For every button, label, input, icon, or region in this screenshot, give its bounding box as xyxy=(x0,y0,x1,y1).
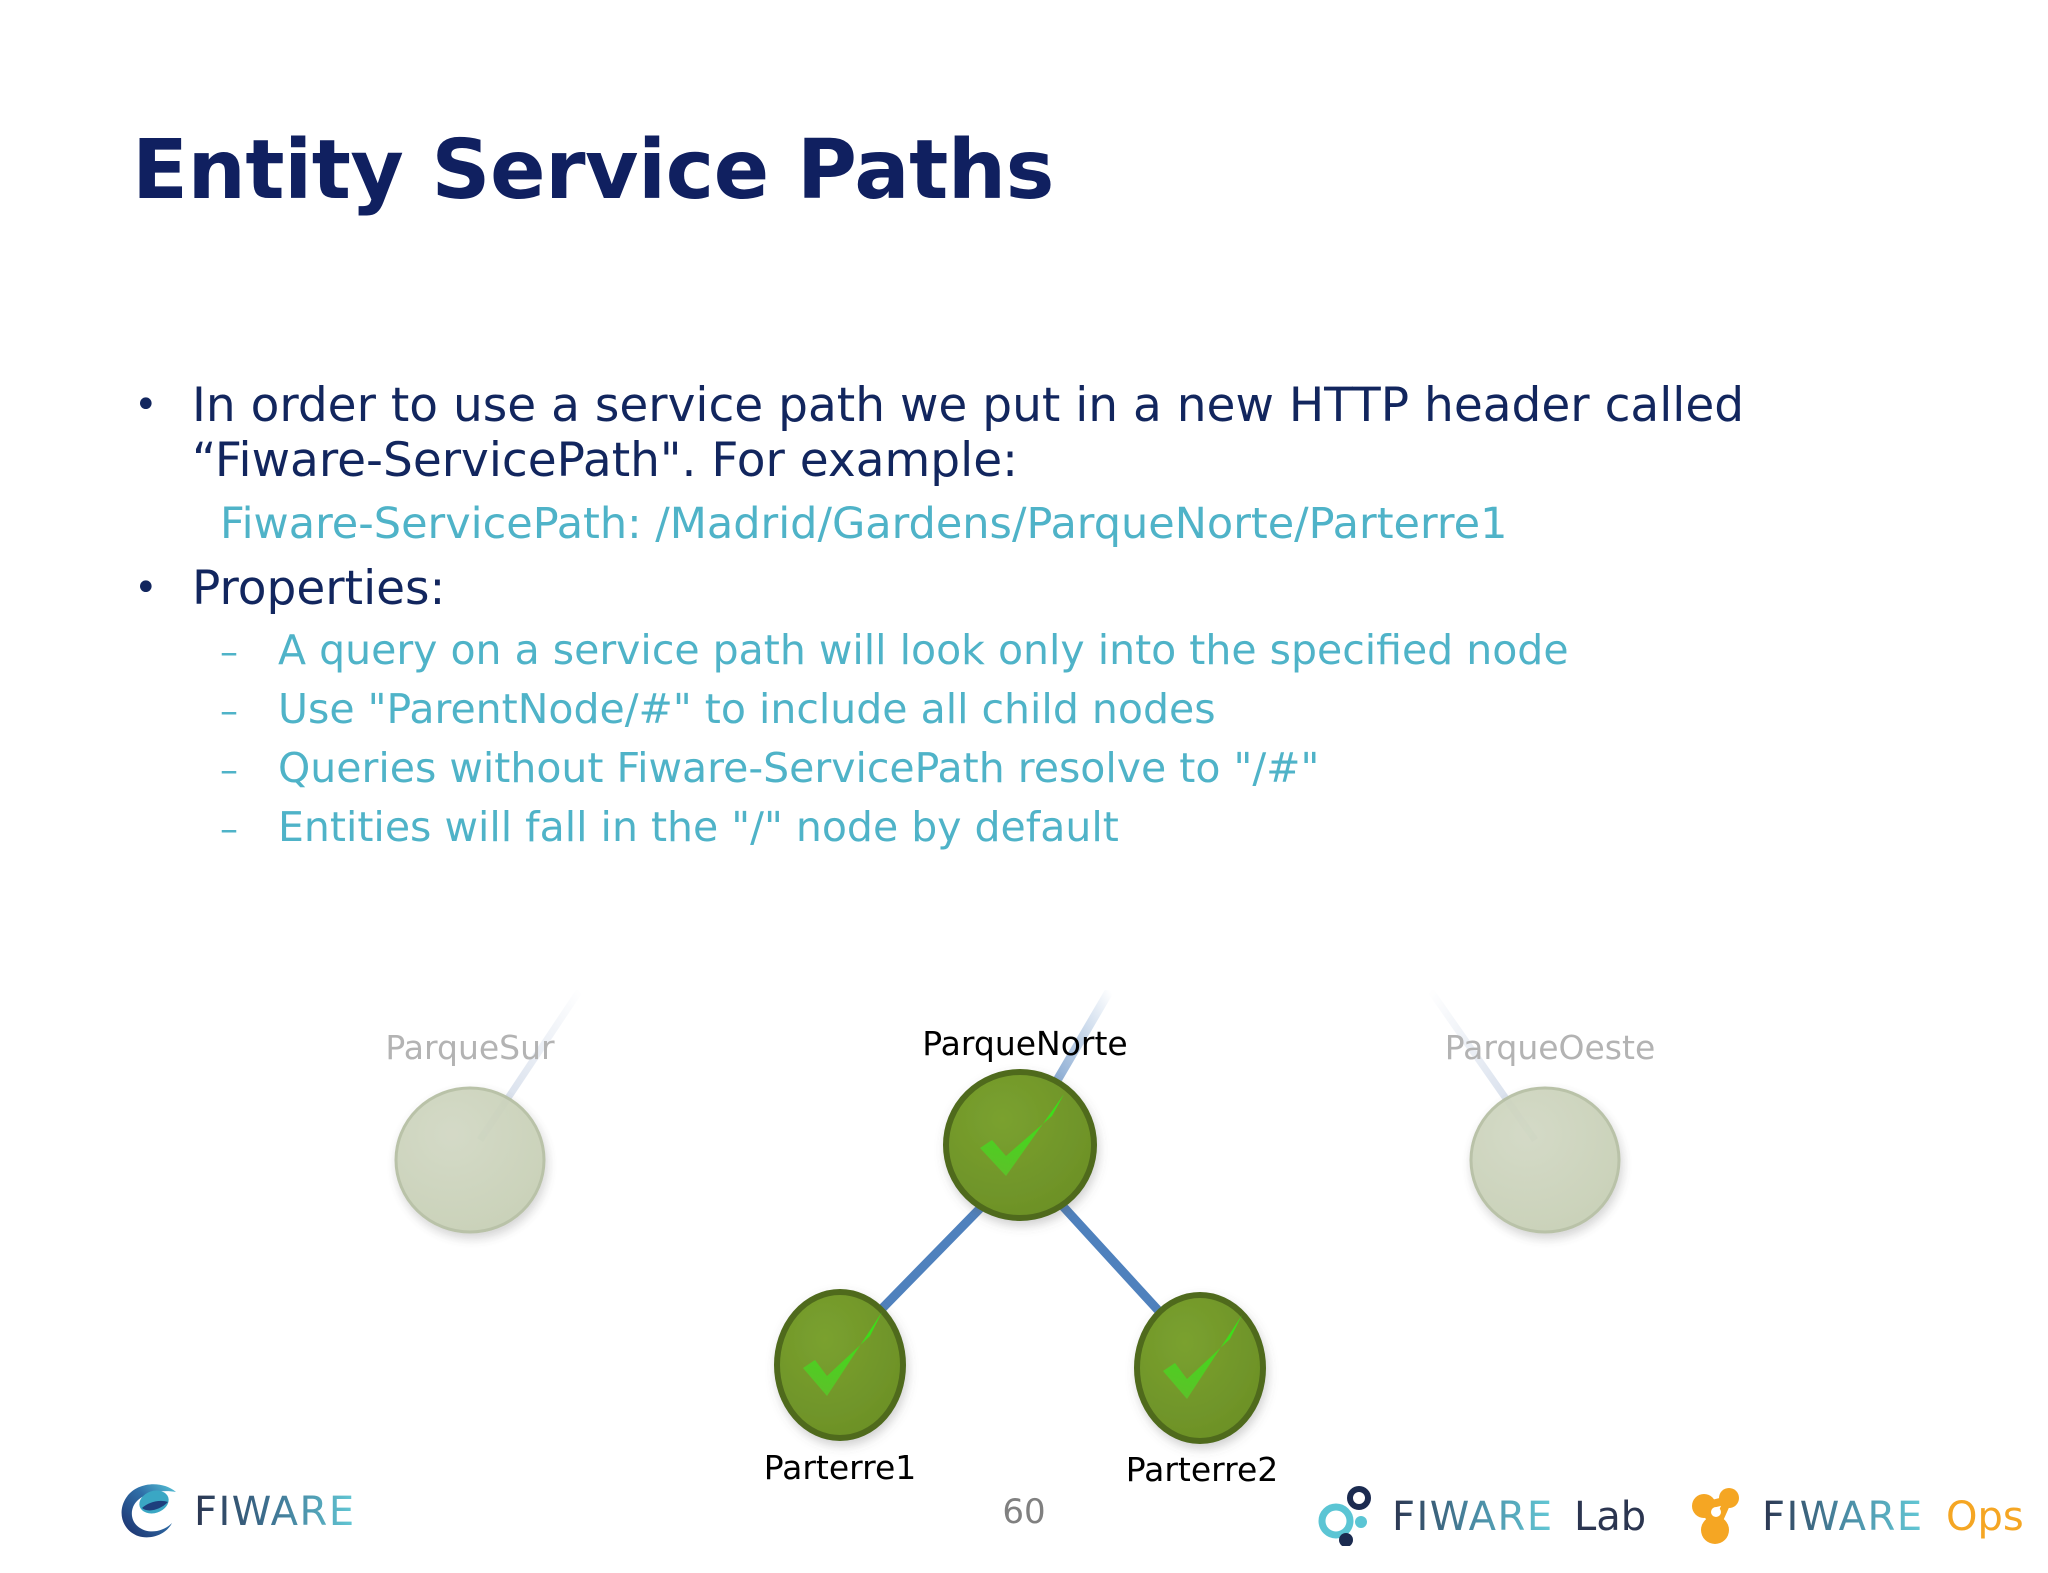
properties-sub-list: – A query on a service path will look on… xyxy=(220,625,1950,851)
fiware-logo: FIWARE xyxy=(118,1482,394,1544)
sub-bullet-item-3: – Queries without Fiware-ServicePath res… xyxy=(220,743,1950,792)
check-icon xyxy=(1163,1315,1242,1399)
check-icon xyxy=(803,1312,882,1396)
node-label-parquesur: ParqueSur xyxy=(385,1028,555,1067)
svg-text:FIWARE: FIWARE xyxy=(1392,1494,1554,1540)
node-parterre1[interactable] xyxy=(774,1289,906,1441)
fiware-ops-molecule-icon xyxy=(1688,1484,1750,1550)
page-number: 60 xyxy=(1002,1492,1046,1532)
node-label-parterre2: Parterre2 xyxy=(1125,1450,1279,1489)
edge-parquenorte-parterre1 xyxy=(858,1185,1003,1333)
bullet-marker-icon: • xyxy=(134,382,158,428)
svg-text:Lab: Lab xyxy=(1574,1494,1646,1540)
tree-svg xyxy=(394,990,1621,1444)
dash-marker-icon: – xyxy=(220,690,238,732)
check-icon xyxy=(980,1094,1064,1176)
node-parterre2[interactable] xyxy=(1134,1292,1266,1444)
node-label-parqueoeste: ParqueOeste xyxy=(1444,1028,1656,1067)
sub-bullet-item-1: – A query on a service path will look on… xyxy=(220,625,1950,674)
node-label-parterre1: Parterre1 xyxy=(763,1448,917,1487)
node-parquenorte[interactable] xyxy=(943,1069,1097,1221)
bullet-item-2: • Properties: xyxy=(120,561,1950,616)
sub-bullet-text-1: A query on a service path will look only… xyxy=(278,625,1569,674)
sub-bullet-text-3: Queries without Fiware-ServicePath resol… xyxy=(278,743,1320,792)
bullet-marker-icon: • xyxy=(134,564,158,611)
fiware-ops-logo: FIWARE Ops xyxy=(1688,1484,2030,1550)
node-parquesur[interactable] xyxy=(394,1086,546,1234)
footer-right-logos: FIWARE Lab xyxy=(1318,1484,2030,1550)
sub-bullet-text-4: Entities will fall in the "/" node by de… xyxy=(278,802,1119,851)
bullet-item-1: • In order to use a service path we put … xyxy=(120,378,1950,489)
fiware-swirl-icon xyxy=(118,1482,180,1544)
dash-marker-icon: – xyxy=(220,631,238,673)
fiware-lab-wordmark: FIWARE Lab xyxy=(1392,1491,1660,1543)
fiware-lab-dots-icon xyxy=(1318,1484,1380,1550)
page-title: Entity Service Paths xyxy=(132,123,1054,218)
code-example-line: Fiware-ServicePath: /Madrid/Gardens/Parq… xyxy=(220,498,1508,549)
svg-text:FIWARE: FIWARE xyxy=(194,1489,356,1535)
svg-text:Ops: Ops xyxy=(1946,1494,2024,1540)
bullet-text-2: Properties: xyxy=(192,560,446,616)
node-parqueoeste[interactable] xyxy=(1469,1086,1621,1234)
sub-bullet-item-2: – Use "ParentNode/#" to include all chil… xyxy=(220,684,1950,733)
fiware-wordmark: FIWARE xyxy=(194,1488,394,1538)
node-label-parquenorte: ParqueNorte xyxy=(922,1024,1128,1063)
sub-bullet-item-4: – Entities will fall in the "/" node by … xyxy=(220,802,1950,851)
dash-marker-icon: – xyxy=(220,749,238,791)
bullet-text-1: In order to use a service path we put in… xyxy=(192,378,1745,489)
dash-marker-icon: – xyxy=(220,808,238,850)
fiware-lab-logo: FIWARE Lab xyxy=(1318,1484,1660,1550)
sub-bullet-text-2: Use "ParentNode/#" to include all child … xyxy=(278,684,1216,733)
service-path-tree-diagram: ParqueSur ParqueNorte ParqueOeste Parter… xyxy=(280,990,1780,1500)
slide-body: • In order to use a service path we put … xyxy=(120,378,1950,866)
edge-parquenorte-parterre2 xyxy=(1043,1185,1183,1337)
fiware-ops-wordmark: FIWARE Ops xyxy=(1762,1491,2030,1543)
svg-text:FIWARE: FIWARE xyxy=(1762,1494,1924,1540)
